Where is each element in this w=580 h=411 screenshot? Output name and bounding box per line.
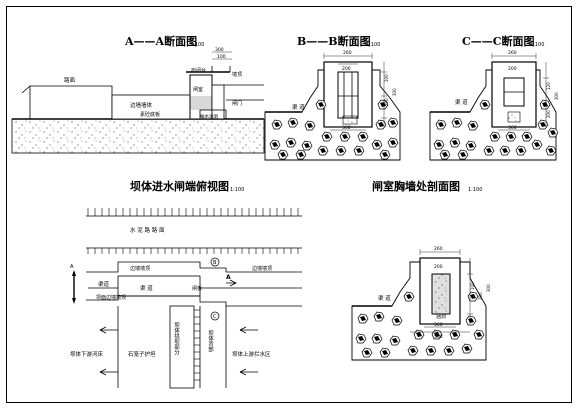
- aa-label-wall: 墙顶: [232, 71, 242, 78]
- wall-label-left: 渠 道: [378, 294, 391, 302]
- aa-dim-2: 100: [217, 54, 226, 60]
- title-wall-scale: 1:100: [468, 187, 482, 193]
- wall-label-inner: 涵洞: [436, 313, 446, 320]
- title-aa-scale: 1:100: [190, 42, 204, 48]
- title-bb: B——B断面图: [297, 34, 371, 48]
- bb-dim-r1: 100: [384, 74, 389, 82]
- plan-road-ticks: [87, 208, 299, 216]
- wall-dim-r2: 200: [478, 292, 483, 300]
- title-cc-scale: 1:100: [530, 42, 544, 48]
- wall-dim-top: 260: [434, 246, 443, 252]
- plan-dam-back: 坝体背部: [207, 329, 214, 354]
- aa-label-beam: 路面: [64, 76, 76, 84]
- bb-dim-r3: 300: [392, 88, 397, 96]
- bb-label-left: 渠 道: [292, 103, 305, 111]
- title-plan-scale: 1:100: [230, 187, 244, 193]
- plan-cut-a-left: A: [70, 264, 74, 270]
- plan-view: 坝体进水闸端俯视图 1:100 水 泥 路 路 面 边墙墙顶 边墙墙顶 渠道 渠…: [70, 179, 302, 389]
- bb-dim-r2: 200: [384, 98, 389, 106]
- plan-downstream: 坝体下游河床: [70, 350, 104, 358]
- section-wall: 闸室胸墙处剖面图 1:100 渠 道 涵洞 260 200 360 560 10: [351, 179, 491, 361]
- cc-dim-mid: 200: [508, 66, 517, 72]
- aa-label-slope: 素砼底板: [140, 111, 160, 118]
- section-aa: A——A断面图 1:100 路面 启闭台 墙顶 边墙墙体 闸室 素砼底板 闸门 …: [11, 34, 265, 154]
- cc-dim-bot: 360: [508, 125, 517, 131]
- section-bb: B——B断面图 1:100 渠 道 260 200: [264, 34, 401, 161]
- plan-dam-vertical: 坝体拱坝部分: [173, 321, 180, 357]
- drawing-frame: [6, 6, 572, 403]
- plan-wall-top-right: 边墙墙顶: [252, 265, 272, 272]
- cc-dim-top: 260: [508, 50, 517, 56]
- wall-dim-b2: 560: [434, 334, 443, 340]
- plan-channel-mid: 渠 道: [140, 284, 153, 292]
- plan-wall-bottom: 坝面边墙墙顶: [96, 294, 126, 301]
- bb-dim-bot: 360: [342, 125, 351, 131]
- aa-label-bottom: 輸水涵洞: [200, 113, 218, 120]
- aa-label-rail: 启闭台: [191, 67, 206, 74]
- title-cc: C——C断面图: [462, 34, 535, 48]
- section-cc: C——C断面图 1:100 渠 道 260 200 360 120 200: [429, 34, 559, 161]
- wall-dim-r3: 300: [486, 284, 491, 292]
- title-plan: 坝体进水闸端俯视图: [130, 179, 229, 193]
- title-aa: A——A断面图: [124, 34, 197, 48]
- plan-cut-b: B: [213, 260, 217, 266]
- aa-dim-top: 300: [215, 47, 224, 53]
- cc-dim-r2: 200: [546, 110, 551, 118]
- plan-cut-a-right: A: [226, 274, 231, 281]
- plan-upstream: 坝体上游拦水区: [232, 350, 271, 358]
- plan-cut-c: C: [213, 314, 217, 320]
- wall-dim-r1: 100: [470, 282, 475, 290]
- title-wall: 闸室胸墙处剖面图: [372, 179, 460, 193]
- plan-arch: 石笼子护坦: [128, 350, 156, 358]
- cc-label-left: 渠 道: [455, 98, 468, 106]
- aa-label-body: 边墙墙体: [130, 101, 153, 109]
- bb-dim-top: 260: [343, 50, 352, 56]
- bb-dim-mid: 200: [342, 66, 351, 72]
- cc-dim-r1: 120: [546, 82, 551, 90]
- plan-road: 水 泥 路 路 面: [130, 226, 165, 234]
- aa-wall-body: [111, 94, 193, 120]
- aa-label-gate-room: 闸室: [193, 86, 203, 93]
- plan-flow-arrows: [99, 326, 258, 376]
- plan-gate: 闸板: [192, 285, 202, 292]
- wall-dim-mid: 200: [434, 264, 443, 270]
- aa-label-gate: 闸门: [232, 100, 242, 107]
- aa-foundation: [11, 118, 265, 154]
- plan-channel-left: 渠道: [98, 280, 110, 288]
- wall-dim-bot: 360: [434, 322, 443, 328]
- title-bb-scale: 1:100: [366, 42, 380, 48]
- plan-wall-top: 边墙墙顶: [130, 265, 150, 272]
- cc-dim-r3: 300: [554, 92, 559, 100]
